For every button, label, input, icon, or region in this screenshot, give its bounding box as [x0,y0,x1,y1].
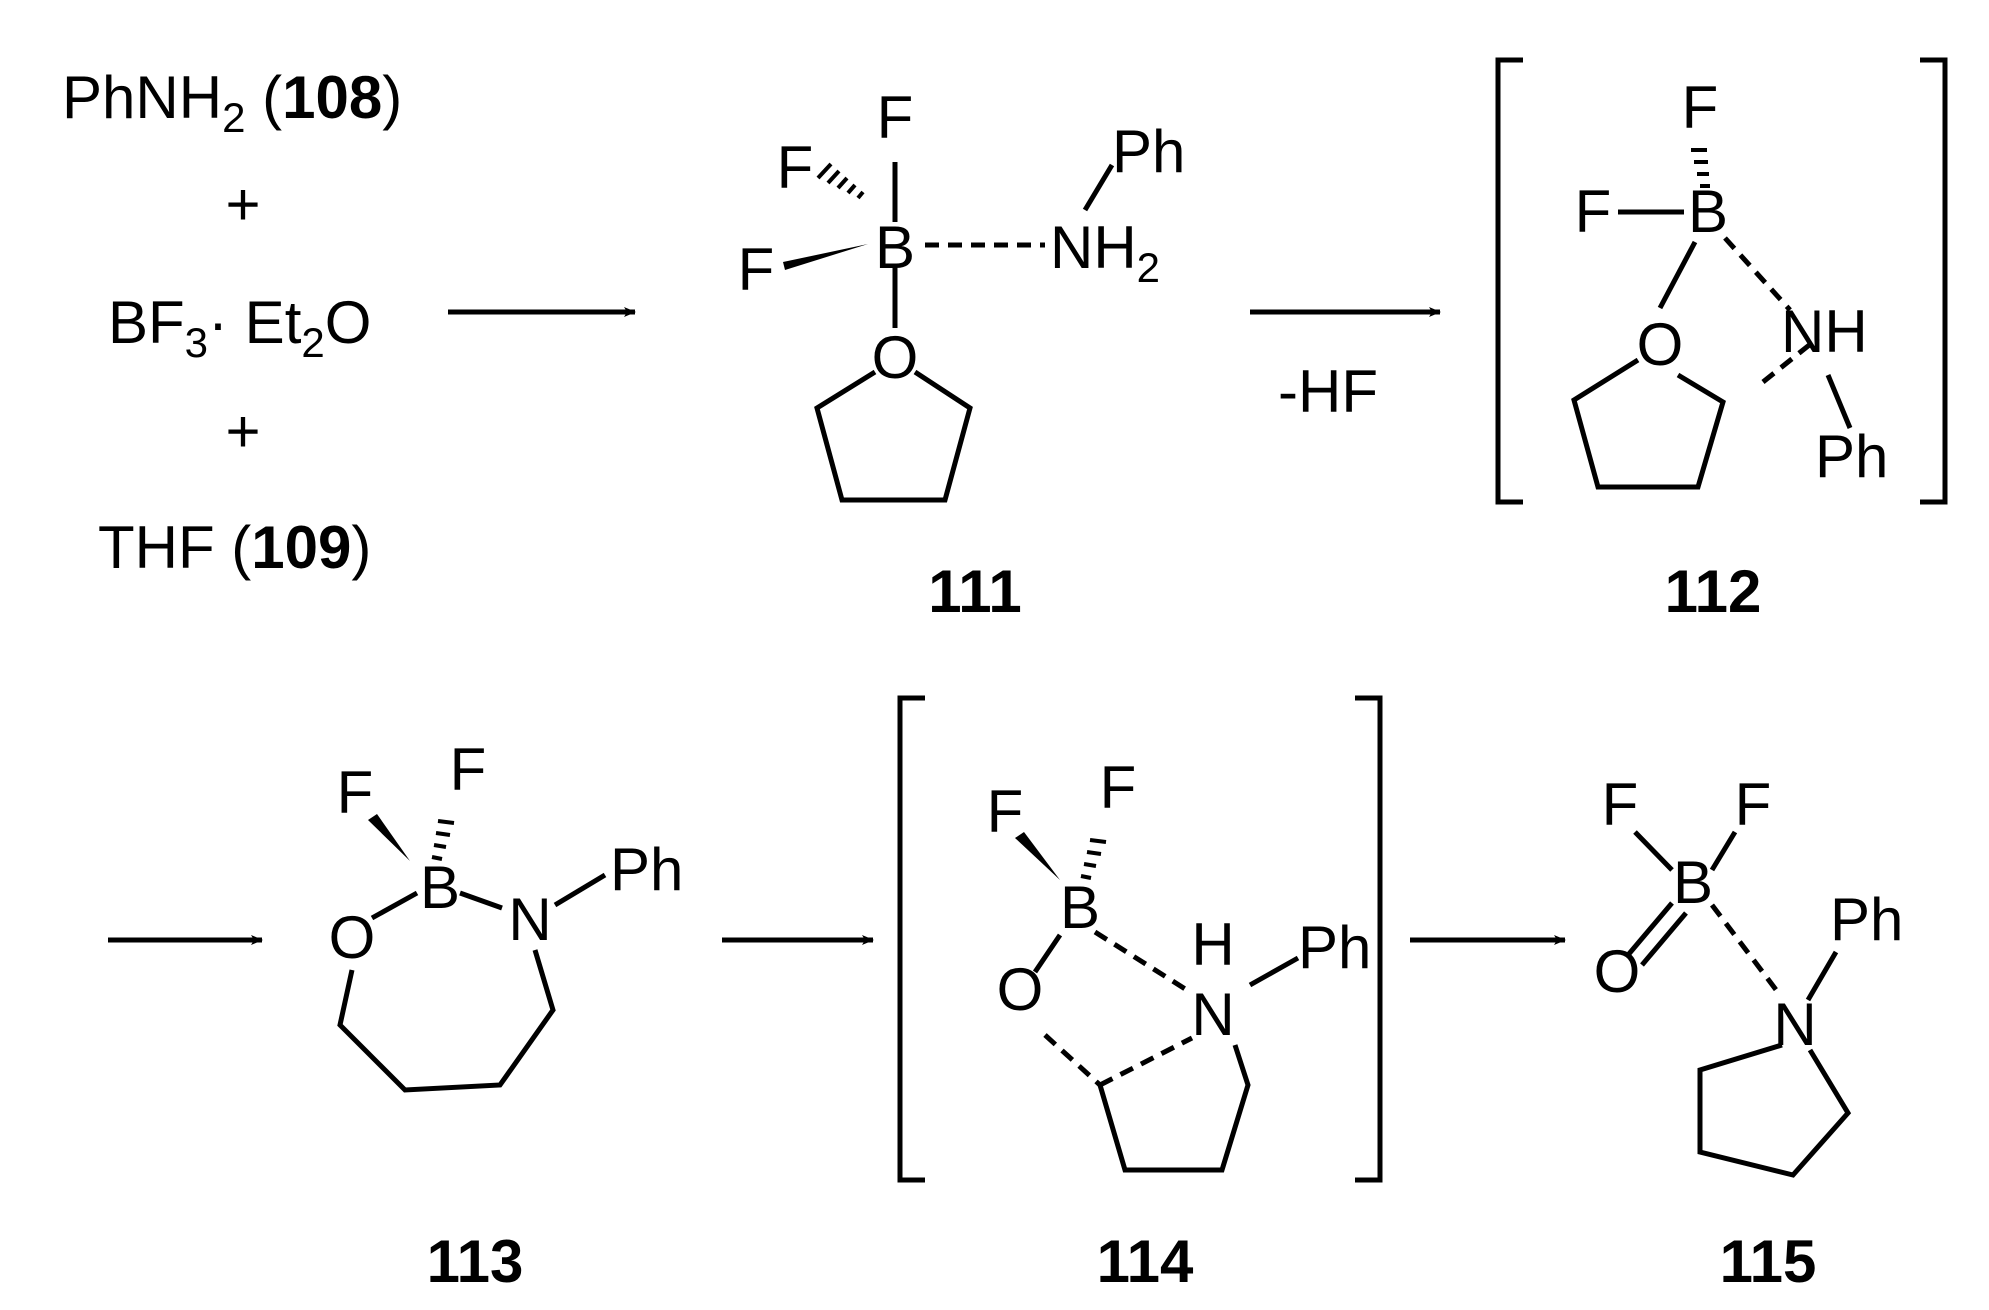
svg-text:Ph: Ph [1815,423,1888,490]
svg-text:F: F [877,84,914,151]
svg-text:F: F [1735,771,1772,838]
svg-text:B: B [1673,849,1713,916]
hashed-wedge [431,819,455,861]
svg-text:F: F [738,236,775,303]
svg-text:F: F [777,134,814,201]
solid-wedge [783,244,868,270]
condition-label: -HF [1278,358,1378,425]
svg-text:O: O [1637,311,1684,378]
svg-text:B: B [875,214,915,281]
svg-text:F: F [1100,754,1137,821]
svg-text:NH: NH [1781,298,1868,365]
svg-text:Ph: Ph [1830,886,1903,953]
reagent-thf: THF (109) [98,514,371,581]
compound-number-111: 111 [928,558,1022,625]
svg-text:H: H [1191,911,1234,978]
svg-text:O: O [997,956,1044,1023]
compound-112: F F B O NH Ph [1571,74,1888,490]
svg-text:B: B [1688,178,1728,245]
svg-text:Ph: Ph [1112,118,1185,185]
svg-text:F: F [337,759,374,826]
svg-text:O: O [1594,938,1641,1005]
svg-text:F: F [1575,178,1612,245]
solid-wedge [368,814,410,861]
reagent-aniline: PhNH2 (108) [62,64,402,141]
compound-number-115: 115 [1720,1228,1817,1295]
compound-113: F F B O N Ph [329,736,683,1093]
svg-text:B: B [1060,874,1100,941]
hashed-wedge [1080,838,1107,880]
left-bracket [897,695,925,1183]
compound-number-114: 114 [1097,1228,1194,1295]
svg-text:THF (109): THF (109) [98,514,371,581]
svg-text:N: N [1191,981,1234,1048]
svg-text:N: N [508,886,551,953]
compound-number-113: 113 [427,1228,524,1295]
hashed-wedge [1691,148,1710,188]
svg-text:NH2: NH2 [1050,214,1160,291]
svg-text:F: F [450,736,487,803]
svg-text:F: F [1682,74,1719,141]
left-bracket [1495,57,1523,505]
compound-111: F F F B NH2 Ph O [738,84,1185,503]
svg-text:F: F [987,778,1024,845]
svg-text:F: F [1602,771,1639,838]
svg-text:O: O [329,904,376,971]
right-bracket [1355,695,1383,1183]
solid-wedge [1015,832,1060,880]
compound-number-112: 112 [1665,558,1762,625]
reagent-bf3-etherate: BF3· Et2O [108,289,371,366]
right-bracket [1920,57,1948,505]
compound-114: F F B O H N Ph [987,754,1371,1173]
svg-text:Ph: Ph [1298,914,1371,981]
svg-text:B: B [420,854,460,921]
svg-text:PhNH2 (108): PhNH2 (108) [62,64,402,141]
plus-sign: + [225,171,260,238]
compound-115: F F B O N Ph [1594,771,1903,1178]
hashed-wedge [816,162,865,200]
svg-text:Ph: Ph [610,836,683,903]
svg-text:O: O [872,324,919,391]
svg-text:N: N [1773,991,1816,1058]
svg-text:BF3· Et2O: BF3· Et2O [108,289,371,366]
plus-sign: + [225,398,260,465]
